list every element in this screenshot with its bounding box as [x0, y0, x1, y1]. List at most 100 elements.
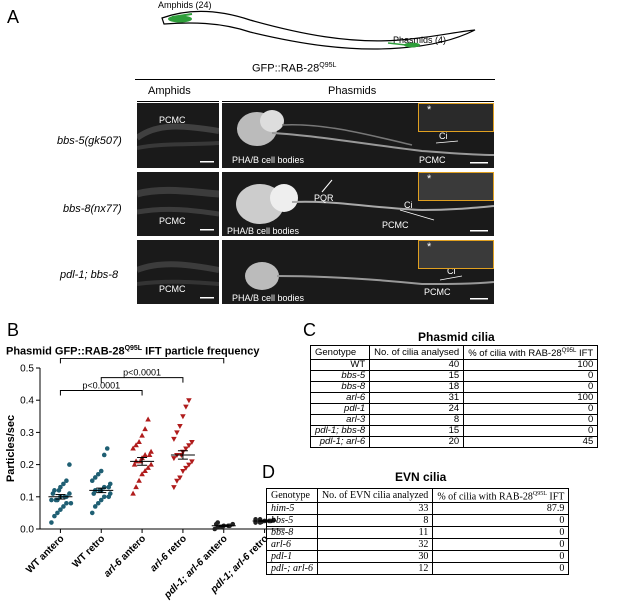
data-point: [180, 414, 186, 420]
data-point: [183, 465, 189, 471]
data-point: [58, 507, 63, 512]
evn-table-cell: him-5: [266, 502, 318, 516]
data-point: [142, 468, 148, 474]
phasmid-table-cell: 8: [369, 414, 465, 427]
data-point: [101, 484, 107, 490]
phasmid-table-cell: arl-3: [309, 414, 371, 427]
data-point: [58, 484, 63, 490]
significance-bracket: [59, 390, 143, 396]
data-point: [186, 443, 192, 449]
data-point: [139, 432, 145, 438]
worm-body: [161, 10, 476, 50]
phasmid-table-cell: 100: [463, 392, 599, 405]
construct-title: GFP::RAB-28Q95L: [252, 62, 337, 75]
phasmid-table-cell: 0: [463, 403, 599, 416]
panel-c-letter: C: [303, 320, 316, 340]
evn-table-cell: 11: [316, 526, 434, 540]
data-point: [52, 513, 57, 519]
phasmid-table-cell: 31: [369, 392, 465, 405]
data-point: [92, 504, 98, 509]
data-point: [104, 446, 110, 451]
data-point: [171, 485, 177, 491]
data-point: [148, 461, 154, 467]
evn-table-cell: 12: [316, 562, 434, 576]
x-tick-label: WT retro: [71, 533, 108, 570]
phasmid-table-cell: 0: [463, 414, 599, 427]
evn-table-cell: 8: [316, 514, 434, 528]
evn-table-cell: pdl-1: [266, 550, 318, 564]
data-point: [186, 462, 192, 468]
data-point: [177, 423, 183, 429]
phasmid-neurons: [404, 42, 420, 48]
data-point: [130, 490, 136, 496]
phasmid-table-cell: 18: [369, 381, 465, 394]
data-point: [171, 436, 177, 442]
phasmid-table-cell: 40: [369, 359, 465, 372]
panel-b-letter: B: [7, 320, 20, 340]
data-point: [107, 481, 113, 487]
data-point: [136, 477, 142, 483]
phasmid-table-cell: pdl-1; bbs-8: [309, 425, 371, 438]
phasmid-cilia-table: Genotype No. of cilia analysed % of cili…: [309, 344, 599, 449]
data-point: [89, 510, 95, 516]
data-point: [186, 398, 192, 404]
genotype-row-3: pdl-1; bbs-8: [60, 269, 119, 281]
y-axis-label: Particles/sec: [5, 415, 17, 482]
data-point: [61, 481, 66, 487]
phasmid-inset-row-1: *: [418, 103, 494, 132]
phasmid-inset-row-2: *: [418, 172, 494, 201]
phasmid-table-title: Phasmid cilia: [418, 330, 495, 344]
data-point: [171, 456, 177, 462]
evn-cilia-table: Genotype No. of EVN cilia analyzed % of …: [266, 487, 570, 576]
amphids-underline: [137, 101, 219, 102]
significance-bracket: [59, 358, 225, 364]
data-point: [133, 442, 139, 448]
chart-title: Phasmid GFP::RAB-28Q95L IFT particle fre…: [6, 345, 260, 358]
data-point: [52, 488, 57, 493]
data-point: [142, 451, 148, 457]
construct-divider: [135, 79, 495, 80]
phasmid-table-cell: 0: [463, 381, 599, 394]
evn-table-cell: pdl-; arl-6: [266, 562, 318, 576]
data-point: [183, 446, 189, 452]
phasmid-table-cell: 100: [463, 359, 599, 372]
data-point: [55, 510, 60, 516]
col-amphids-header: Amphids: [148, 85, 191, 97]
data-point: [98, 468, 104, 474]
significance-bracket: [100, 377, 184, 383]
data-point: [92, 475, 98, 480]
phasmid-table-header: Genotype No. of cilia analysed % of cili…: [309, 344, 599, 361]
data-point: [133, 484, 139, 490]
data-point: [142, 426, 148, 432]
data-point: [174, 430, 180, 436]
data-point: [49, 497, 54, 503]
y-tick-label: 0.1: [20, 492, 34, 503]
data-point: [49, 520, 54, 525]
x-tick-label: WT antero: [24, 533, 66, 575]
data-point: [130, 445, 136, 451]
evn-table-cell: 32: [316, 538, 434, 552]
evn-table-title: EVN cilia: [395, 470, 447, 484]
phasmid-table-cell: pdl-1; arl-6: [309, 436, 371, 449]
data-point: [146, 451, 153, 457]
data-point: [139, 471, 145, 477]
phasmid-table-cell: bbs-5: [309, 370, 371, 383]
genotype-row-1: bbs-5(gk507): [57, 135, 122, 147]
evn-table-cell: bbs-8: [266, 526, 318, 540]
data-point: [64, 478, 69, 483]
data-point: [174, 478, 180, 484]
data-point: [131, 461, 138, 467]
evn-table-header: Genotype No. of EVN cilia analyzed % of …: [266, 487, 570, 504]
data-point: [67, 462, 72, 467]
